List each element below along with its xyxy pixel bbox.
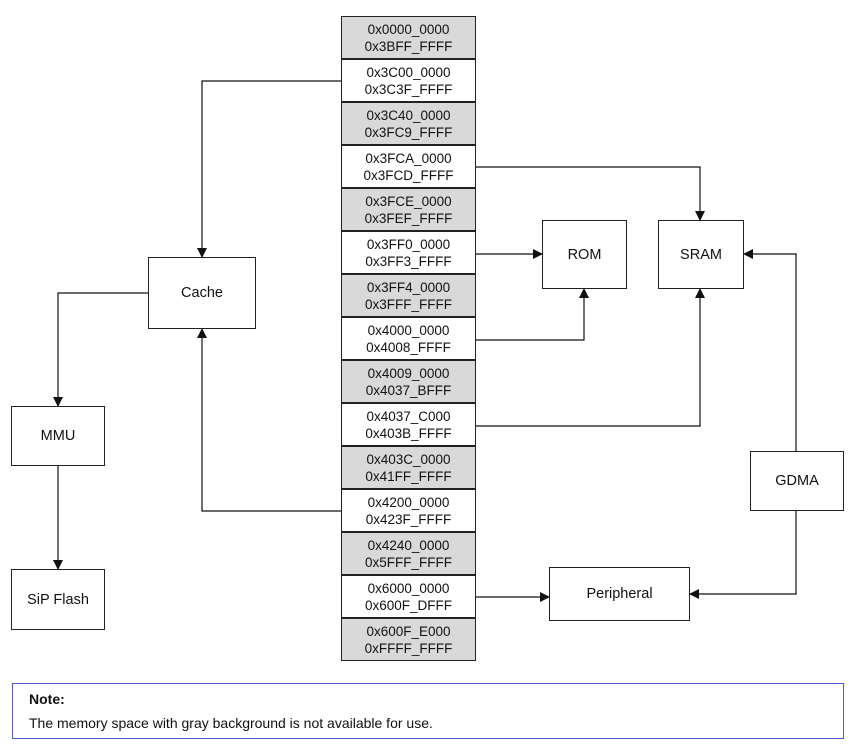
memory-block-end: 0x3FEF_FFFF: [364, 210, 453, 226]
memory-block-end: 0x5FFF_FFFF: [365, 554, 452, 570]
memory-block-start: 0x3C40_0000: [366, 107, 451, 123]
memory-block-start: 0x403C_0000: [366, 451, 451, 467]
memory-block-end: 0x600F_DFFF: [364, 597, 453, 613]
note-text: The memory space with gray background is…: [29, 715, 433, 731]
memory-block-start: 0x3C00_0000: [366, 64, 451, 80]
memory-block-end: 0x3FF3_FFFF: [365, 253, 452, 269]
gdma-box: GDMA: [750, 451, 844, 511]
note-box: Note: The memory space with gray backgro…: [12, 683, 844, 739]
arrow-drom-cache: [197, 328, 341, 512]
memory-block-start: 0x4200_0000: [367, 494, 450, 510]
memory-block-end: 0x3C3F_FFFF: [364, 81, 453, 97]
note-title: Note:: [29, 691, 65, 707]
peripheral-box: Peripheral: [549, 567, 690, 621]
arrow-irom-rom: [476, 288, 589, 341]
memory-block-start: 0x4000_0000: [367, 322, 450, 338]
memory-block-end: 0x41FF_FFFF: [365, 468, 452, 484]
arrow-gdma-peripheral: [689, 511, 797, 599]
mmu-label: MMU: [40, 428, 76, 444]
rom-box: ROM: [542, 220, 627, 289]
arrow-iram-sram: [476, 288, 705, 427]
memory-block-end: 0x3FC9_FFFF: [364, 124, 453, 140]
memory-block-start: 0x4240_0000: [367, 537, 450, 553]
arrow-irom-cache: [197, 80, 341, 258]
rom-label: ROM: [567, 246, 602, 263]
peripheral-label: Peripheral: [586, 586, 653, 602]
memory-block-start: 0x4037_C000: [366, 408, 451, 424]
gdma-label: GDMA: [775, 473, 819, 489]
sram-box: SRAM: [658, 220, 744, 289]
arrow-cache-mmu: [53, 292, 148, 407]
memory-block-end: 0x3FFF_FFFF: [365, 296, 452, 312]
memory-block-end: 0xFFFF_FFFF: [364, 640, 453, 656]
memory-block-start: 0x3FF0_0000: [366, 236, 451, 252]
memory-block-end: 0x423F_FFFF: [365, 511, 452, 527]
memory-block-start: 0x6000_0000: [367, 580, 450, 596]
memory-block-start: 0x3FCE_0000: [365, 193, 452, 209]
sip-flash-box: SiP Flash: [11, 569, 105, 630]
arrow-dram-sram: [476, 166, 705, 221]
memory-block-end: 0x3FCD_FFFF: [363, 167, 454, 183]
memory-block-end: 0x3BFF_FFFF: [364, 38, 453, 54]
memory-block-start: 0x0000_0000: [367, 21, 450, 37]
memory-block-end: 0x4008_FFFF: [366, 339, 451, 355]
arrow-gdma-sram: [743, 249, 797, 451]
memory-block-start: 0x600F_E000: [366, 623, 451, 639]
memory-block-end: 0x4037_BFFF: [365, 382, 452, 398]
cache-label: Cache: [181, 285, 223, 301]
sip-flash-label: SiP Flash: [27, 591, 89, 608]
memory-block-start: 0x3FCA_0000: [365, 150, 452, 166]
memory-block-start: 0x3FF4_0000: [366, 279, 451, 295]
cache-box: Cache: [148, 257, 256, 329]
sram-label: SRAM: [680, 246, 722, 263]
mmu-box: MMU: [11, 406, 105, 466]
memory-block-start: 0x4009_0000: [367, 365, 450, 381]
memory-block-end: 0x403B_FFFF: [365, 425, 452, 441]
